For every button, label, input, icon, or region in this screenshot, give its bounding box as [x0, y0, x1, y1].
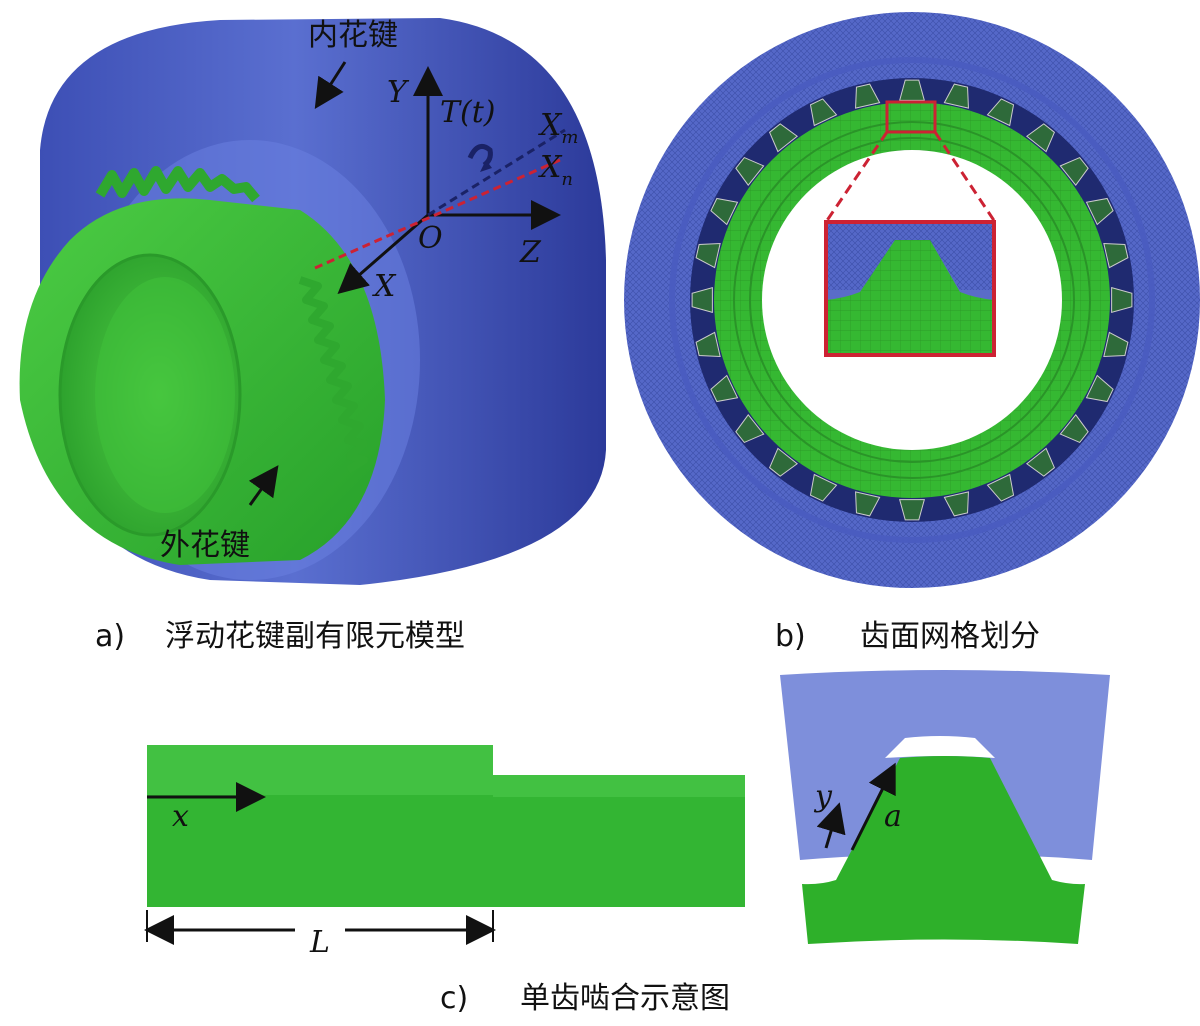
dark-dashed-axis-xm: [427, 128, 566, 217]
zoom-inset: [824, 220, 996, 357]
mesh-tooth: [1059, 156, 1089, 187]
mesh-tooth: [768, 123, 799, 153]
caption-a-text: 浮动花键副有限元模型: [165, 619, 465, 654]
mesh-tooth: [809, 98, 838, 127]
external-spline-label: 外花键: [160, 528, 250, 563]
tooth-side-view: x L: [144, 745, 745, 960]
mesh-tooth: [1025, 447, 1056, 477]
internal-spline-label: 内花键: [308, 18, 398, 53]
mesh-tooth: [710, 374, 739, 403]
mesh-tooth: [899, 79, 925, 101]
mesh-tooth: [986, 473, 1015, 502]
panel-c: x L y a c) 单齿啮合示意图: [144, 670, 1110, 1016]
zoom-source-box: [885, 100, 937, 134]
mesh-tooth: [1111, 287, 1133, 313]
tooth-cross-section: y a: [780, 670, 1110, 944]
mesh-tooth: [899, 499, 925, 521]
mesh-tooth: [809, 473, 838, 502]
panel-b: b) 齿面网格划分: [624, 12, 1200, 654]
mesh-tooth: [691, 287, 713, 313]
panel-a: 内花键 外花键 Y T(t) Xm Xn O Z X a) 浮动花键副有限元模型: [19, 18, 606, 654]
mesh-tooth: [1103, 243, 1129, 269]
mesh-tooth: [1059, 413, 1089, 444]
torque-label: T(t): [440, 95, 495, 130]
mesh-tooth: [855, 83, 881, 109]
mesh-tooth: [710, 197, 739, 226]
mesh-tooth: [986, 98, 1015, 127]
mesh-tooth: [735, 413, 765, 444]
x-label: x: [172, 799, 189, 834]
mesh-tooth: [695, 243, 721, 269]
xm-label: Xm: [538, 108, 578, 148]
mesh-tooth: [1025, 123, 1056, 153]
mesh-tooth: [735, 156, 765, 187]
axis-z-label: Z: [519, 235, 542, 270]
caption-b-text: 齿面网格划分: [860, 619, 1040, 654]
mesh-tooth: [855, 491, 881, 517]
mesh-tooth: [943, 491, 969, 517]
external-leader-arrow: [248, 465, 279, 506]
xn-label: Xn: [538, 150, 573, 190]
mesh-teeth: [691, 79, 1133, 521]
mesh-tooth: [1085, 374, 1114, 403]
origin-label: O: [418, 221, 443, 256]
length-label: L: [309, 925, 330, 960]
mesh-tooth: [768, 447, 799, 477]
coordinate-axes: [314, 66, 566, 294]
axis-x-arrow: [337, 213, 429, 294]
internal-leader-arrow: [314, 61, 347, 110]
y-label: y: [813, 779, 833, 814]
a-label: a: [884, 799, 902, 834]
mesh-tooth: [695, 331, 721, 357]
caption-c-letter: c): [440, 981, 468, 1016]
torque-rotation-icon: [467, 143, 493, 168]
mesh-tooth: [1085, 197, 1114, 226]
caption-c-text: 单齿啮合示意图: [520, 981, 730, 1016]
mesh-tooth: [943, 83, 969, 109]
axis-x-label: X: [372, 269, 397, 304]
y-direction-arrow: [816, 802, 846, 849]
axis-y-label: Y: [387, 75, 410, 110]
caption-a-letter: a): [95, 619, 125, 654]
external-spline-3d: [19, 166, 385, 565]
a-direction-arrow: [850, 762, 896, 851]
caption-b-letter: b): [775, 619, 806, 654]
mesh-tooth: [1103, 331, 1129, 357]
red-dashed-axis-xn: [314, 158, 561, 270]
